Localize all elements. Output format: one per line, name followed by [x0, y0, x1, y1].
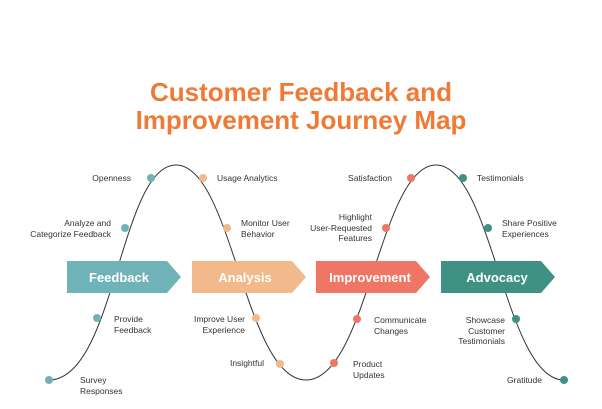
title-line-1: Customer Feedback and	[150, 77, 452, 107]
label-provide-feedback: Provide Feedback	[114, 314, 152, 335]
dot-testimonials	[459, 174, 467, 182]
label-improve-user-experience: Improve User Experience	[193, 314, 245, 335]
dot-product	[330, 359, 338, 367]
label-testimonials: Testimonials	[477, 173, 524, 183]
dot-openness	[147, 174, 155, 182]
dot-showcase	[512, 315, 520, 323]
dot-highlight	[382, 224, 390, 232]
label-highlight-features: Highlight User-Requested Features	[310, 212, 372, 243]
stage-arrow-improvement: Improvement	[316, 261, 430, 293]
label-insightful: Insightful	[229, 358, 264, 368]
label-survey-responses: Survey Responses	[80, 375, 123, 396]
label-openness: Openness	[92, 173, 131, 183]
stage-label-analysis: Analysis	[218, 270, 271, 285]
label-monitor-user-behavior: Monitor User Behavior	[241, 218, 290, 239]
dot-satisfaction	[407, 174, 415, 182]
dot-survey	[45, 376, 53, 384]
stage-label-advocacy: Advocacy	[466, 270, 528, 285]
label-communicate-changes: Communicate Changes	[374, 315, 427, 336]
label-gratitude: Gratitude	[507, 375, 542, 385]
journey-curve	[48, 164, 565, 381]
label-showcase-testimonials: Showcase Customer Testimonials	[458, 315, 505, 346]
dot-usage	[199, 174, 207, 182]
curve-dots	[45, 174, 568, 384]
stage-label-improvement: Improvement	[329, 270, 411, 285]
dot-improve-ux	[252, 314, 260, 322]
label-usage-analytics: Usage Analytics	[217, 173, 278, 183]
label-satisfaction: Satisfaction	[348, 173, 392, 183]
label-share-positive: Share Positive Experiences	[502, 218, 557, 239]
dot-communicate	[353, 315, 361, 323]
dot-gratitude	[560, 376, 568, 384]
dot-insightful	[276, 360, 284, 368]
label-analyze-categorize: Analyze and Categorize Feedback	[30, 218, 111, 239]
stage-arrow-analysis: Analysis	[192, 261, 306, 293]
dot-provide	[93, 314, 101, 322]
dot-share	[484, 224, 492, 232]
dot-monitor	[223, 224, 231, 232]
stage-arrow-feedback: Feedback	[67, 261, 181, 293]
title-line-2: Improvement Journey Map	[135, 105, 467, 135]
stage-arrow-advocacy: Advocacy	[441, 261, 555, 293]
label-product-updates: Product Updates	[353, 359, 385, 380]
dot-analyze	[121, 224, 129, 232]
stage-label-feedback: Feedback	[89, 270, 150, 285]
